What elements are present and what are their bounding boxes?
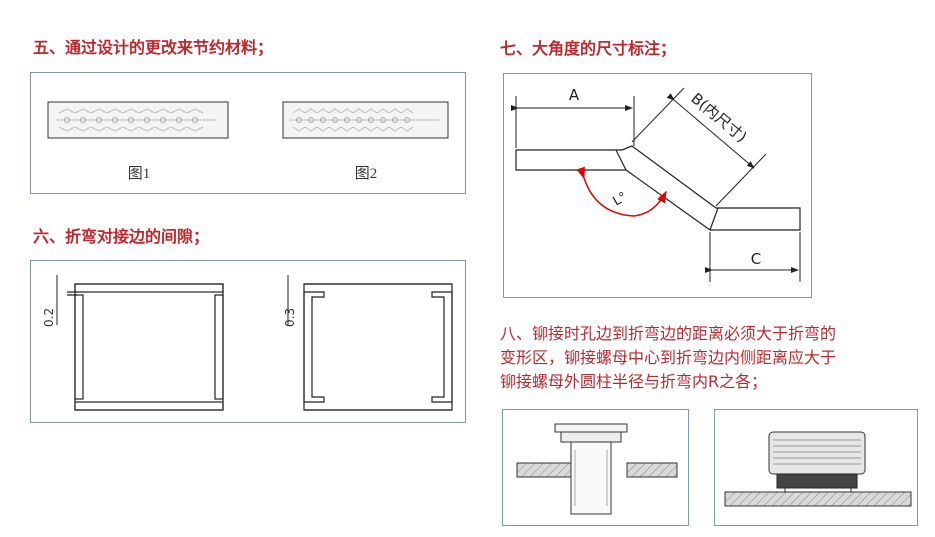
section-eight-line-3: 铆接螺母外圆柱半径与折弯内R之各； xyxy=(500,372,768,391)
nut-body xyxy=(570,441,612,515)
rivet-nut-panel-2 xyxy=(714,409,918,526)
section-eight-heading: 八、铆接时孔边到折弯边的距离必须大于折弯的 变形区，铆接螺母中心到折弯边内侧距离… xyxy=(500,322,930,394)
dimension-lines xyxy=(511,87,801,282)
gap-box-1 xyxy=(67,283,224,411)
rivet-nut-figure-2 xyxy=(724,431,912,507)
dim-c-label: C xyxy=(751,250,761,268)
nut-cap xyxy=(554,423,628,433)
bend-gap-panel: 0.2 0.3 xyxy=(30,260,466,423)
section-seven-heading: 七、大角度的尺寸标注； xyxy=(500,39,677,58)
fig2-label: 图2 xyxy=(355,165,378,182)
plate-left xyxy=(516,462,572,478)
rivet-nut-panel-1 xyxy=(502,409,689,526)
nut-knurl xyxy=(776,473,858,489)
angle-arc xyxy=(576,166,667,217)
material-saving-panel: 图1 图2 xyxy=(30,72,466,194)
plate-right xyxy=(626,462,678,478)
angle-dimension-figure: A B(内尺寸) C L° xyxy=(511,86,801,282)
plate-base xyxy=(724,491,912,507)
fig2-strip xyxy=(282,101,449,139)
fig1-strip xyxy=(47,101,229,139)
dim-a-label: A xyxy=(569,86,580,104)
bend-gap-figures: 0.2 0.3 xyxy=(42,275,453,411)
gap-box-2 xyxy=(303,283,453,411)
bent-plate xyxy=(515,145,801,231)
nut-head xyxy=(768,431,866,475)
fig1-label: 图1 xyxy=(128,165,151,182)
angle-dimension-panel: A B(内尺寸) C L° xyxy=(503,73,812,298)
section-five-heading: 五、通过设计的更改来节约材料； xyxy=(33,38,274,57)
section-six-heading: 六、折弯对接边的间隙； xyxy=(33,227,210,246)
angle-label: L° xyxy=(611,190,630,210)
gap2-label: 0.3 xyxy=(283,308,297,327)
material-strip-figures: 图1 图2 xyxy=(47,101,449,182)
rivet-nut-figure-1 xyxy=(516,423,678,515)
gap1-label: 0.2 xyxy=(42,308,56,327)
section-eight-line-1: 八、铆接时孔边到折弯边的距离必须大于折弯的 xyxy=(500,324,837,343)
section-eight-line-2: 变形区，铆接螺母中心到折弯边内侧距离应大于 xyxy=(500,348,837,367)
